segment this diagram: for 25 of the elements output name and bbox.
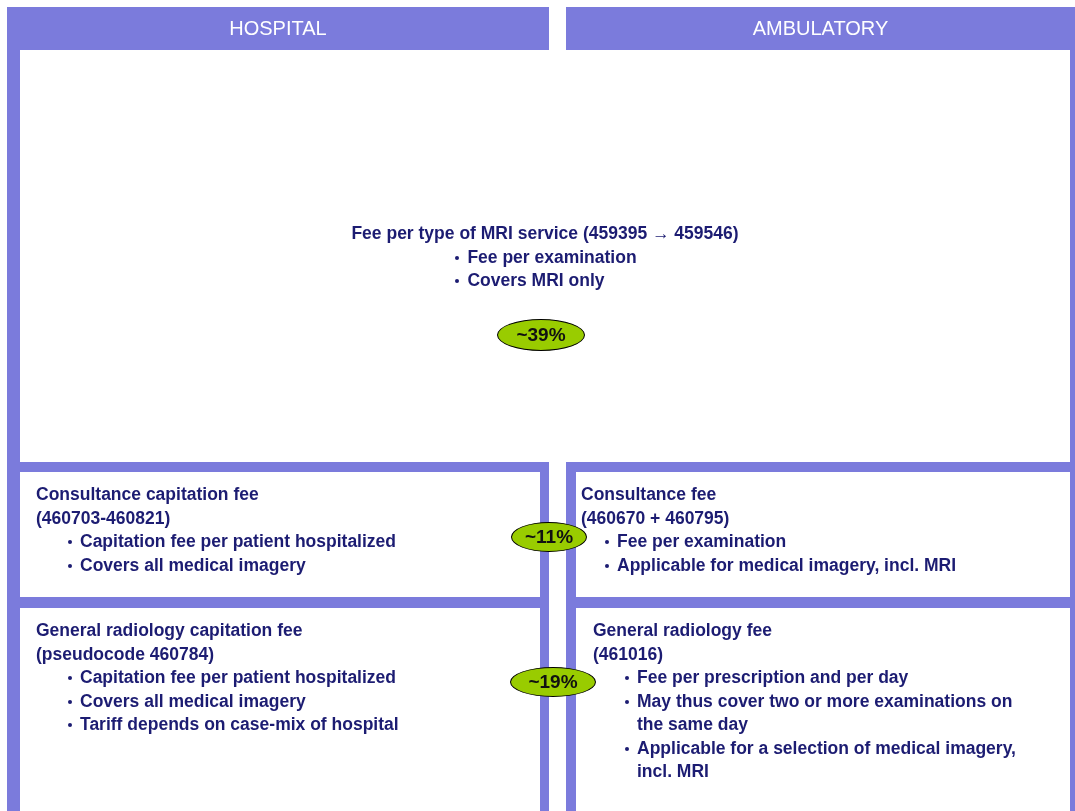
fee-title: (460703-460821)	[36, 506, 172, 530]
bullet-item: Fee per prescription and per day	[623, 666, 1043, 690]
fee-panel	[20, 50, 1070, 462]
header-text: HOSPITAL	[229, 16, 327, 40]
bullet-item: May thus cover two or more examinations on the same day	[623, 689, 1043, 737]
percentage-text: ~11%	[524, 526, 574, 548]
bullet-item: Fee per examination	[603, 530, 1070, 554]
fee-title: (460670 + 460795)	[581, 506, 731, 530]
bullet-item: Applicable for a selection of medical imagery, incl. MRI	[623, 736, 1043, 784]
bullet-item: Fee per examination	[453, 245, 637, 269]
bullet-item: Covers MRI only	[453, 269, 637, 293]
fee-title: Consultance capitation fee	[36, 483, 260, 506]
fee-title: General radiology fee	[593, 619, 773, 642]
fee-title: Fee per type of MRI service (459395 → 459546)	[351, 222, 739, 245]
percentage-text: ~39%	[516, 322, 566, 347]
fee-title: (pseudocode 460784)	[36, 642, 215, 666]
bullet-item: Tariff depends on case-mix of hospital	[66, 713, 540, 737]
fee-title: Consultance fee	[581, 483, 718, 506]
fee-panel	[576, 472, 1070, 597]
bullet-item: Covers all medical imagery	[66, 553, 540, 577]
fee-title: (461016)	[593, 642, 665, 666]
fee-title: General radiology capitation fee	[36, 619, 304, 642]
bullet-item: Applicable for medical imagery, incl. MRI	[603, 553, 1070, 577]
fee-panel	[576, 608, 1070, 811]
header-text: AMBULATORY	[752, 16, 889, 40]
